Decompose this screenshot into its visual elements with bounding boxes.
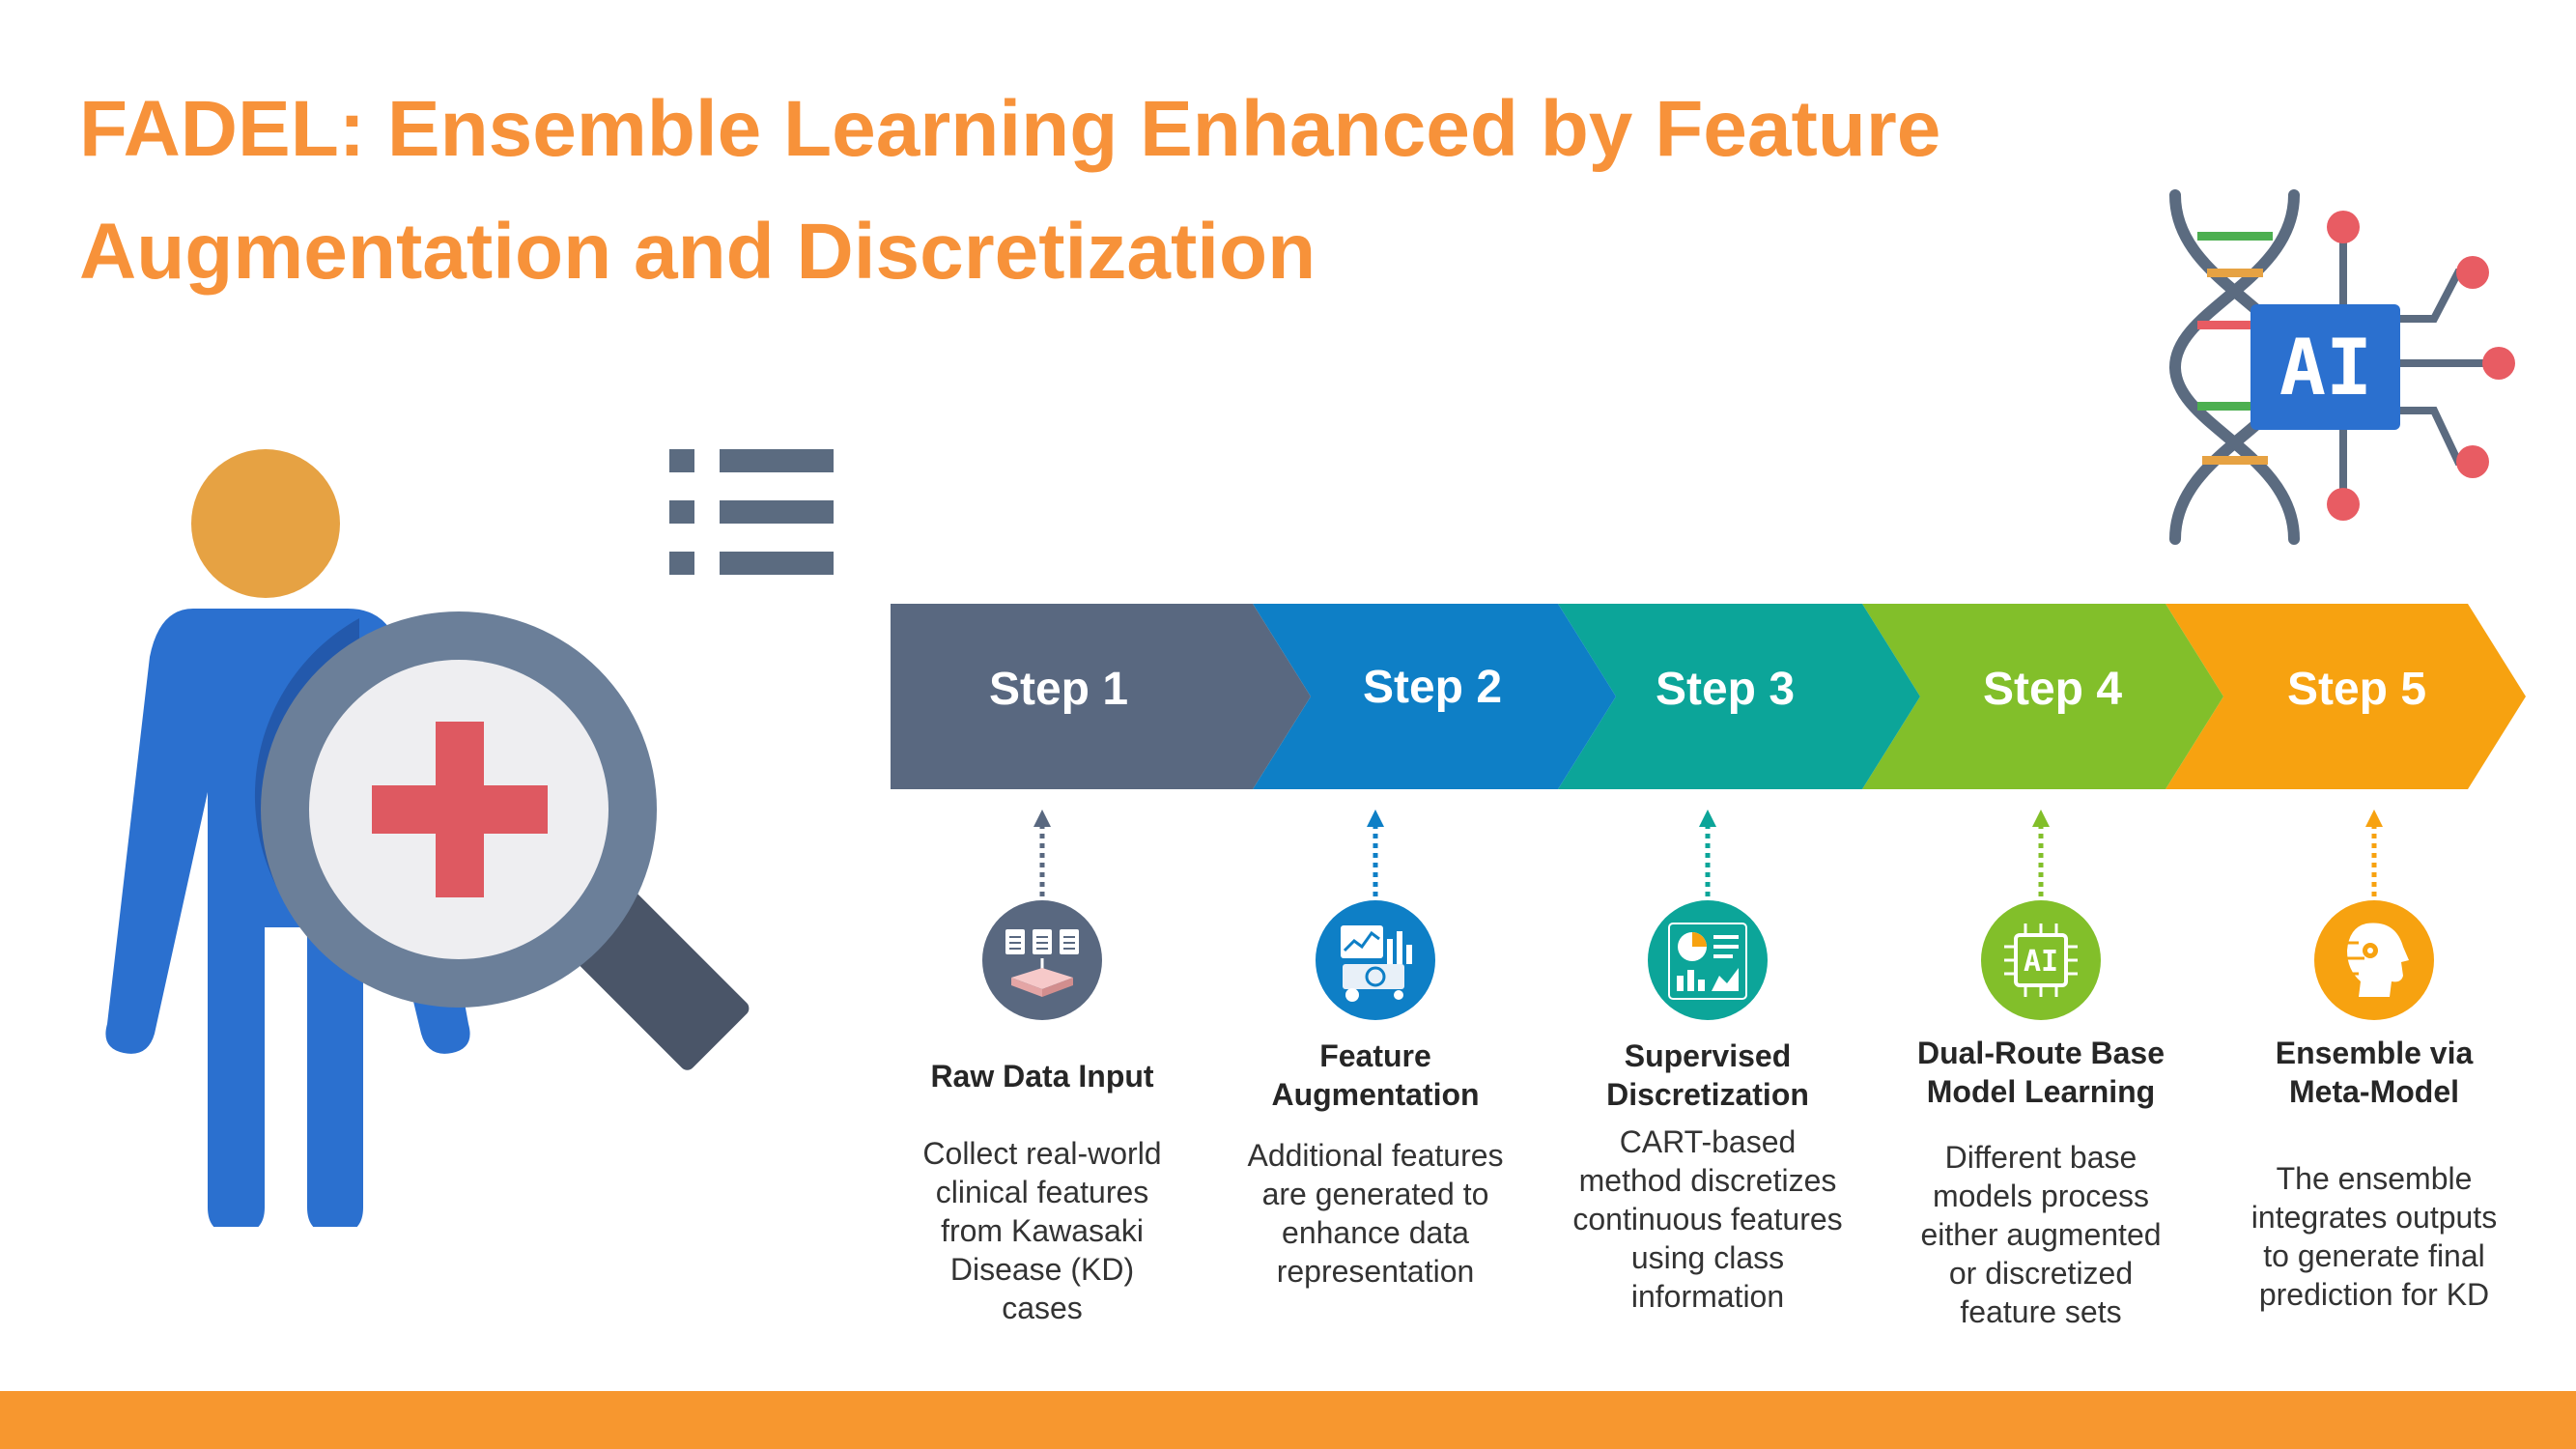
dna-strand-right: [2168, 189, 2300, 545]
step-3-description: CART-based method discretizes continuous…: [1572, 1124, 1843, 1314]
step-3-chevron: [1558, 604, 1920, 789]
ai-badge-label: AI: [2279, 323, 2372, 412]
step-1-connector-arrow: [1033, 810, 1051, 896]
step-5-label: Step 5: [2286, 664, 2427, 715]
page-title: FADEL: Ensemble Learning Enhanced by Fea…: [79, 68, 2204, 313]
step-3-title: Supervised Discretization: [1606, 1038, 1809, 1112]
step-3-label: Step 3: [1655, 664, 1796, 715]
ai-badge-box: [2250, 304, 2400, 430]
step-5-title: Ensemble via Meta-Model: [2275, 1036, 2474, 1109]
step-1-label: Step 1: [988, 664, 1129, 715]
dna-ai-icon: AI: [2168, 189, 2515, 545]
step-5-description: The ensemble integrates outputs to gener…: [2250, 1161, 2498, 1312]
step-1-chevron: [891, 604, 1311, 789]
ai-chip-icon: AI: [1981, 900, 2101, 1020]
step-1-title: Raw Data Input: [930, 1059, 1154, 1094]
documents-database-icon: [982, 900, 1102, 1020]
step-5-connector-arrow: [2365, 810, 2383, 896]
page-title-line-1: FADEL: Ensemble Learning Enhanced by Fea…: [79, 85, 1941, 173]
step-2-chevron: [1253, 604, 1616, 789]
pie-bar-chart-icon: [1648, 900, 1768, 1020]
step-2-title: Feature Augmentation: [1271, 1038, 1480, 1112]
step-4-description: Different base models process either aug…: [1920, 1140, 2162, 1329]
step-4-title: Dual-Route Base Model Learning: [1916, 1036, 2166, 1109]
step-1-description: Collect real-world clinical features fro…: [922, 1136, 1162, 1325]
ai-chip-label: AI: [2024, 945, 2058, 979]
step-4-connector-arrow: [2032, 810, 2050, 896]
step-5-chevron: [2166, 604, 2526, 789]
ai-head-icon: [2314, 900, 2434, 1020]
analytics-dashboard-icon: [1316, 900, 1435, 1020]
step-2-description: Additional features are generated to enh…: [1247, 1138, 1504, 1289]
step-2-connector-arrow: [1367, 810, 1384, 896]
step-3-connector-arrow: [1699, 810, 1716, 896]
step-2-label: Step 2: [1362, 662, 1503, 713]
circuit-nodes: [2327, 211, 2515, 521]
doctor-magnifier-illustration: [105, 449, 750, 1227]
medical-cross-icon: [372, 722, 548, 897]
step-4-label: Step 4: [1982, 664, 2123, 715]
step-4-chevron: [1862, 604, 2223, 789]
page-title-line-2: Augmentation and Discretization: [79, 208, 1316, 296]
list-icon: [669, 449, 834, 575]
person-head: [191, 449, 340, 598]
footer-bar: [0, 1391, 2576, 1449]
